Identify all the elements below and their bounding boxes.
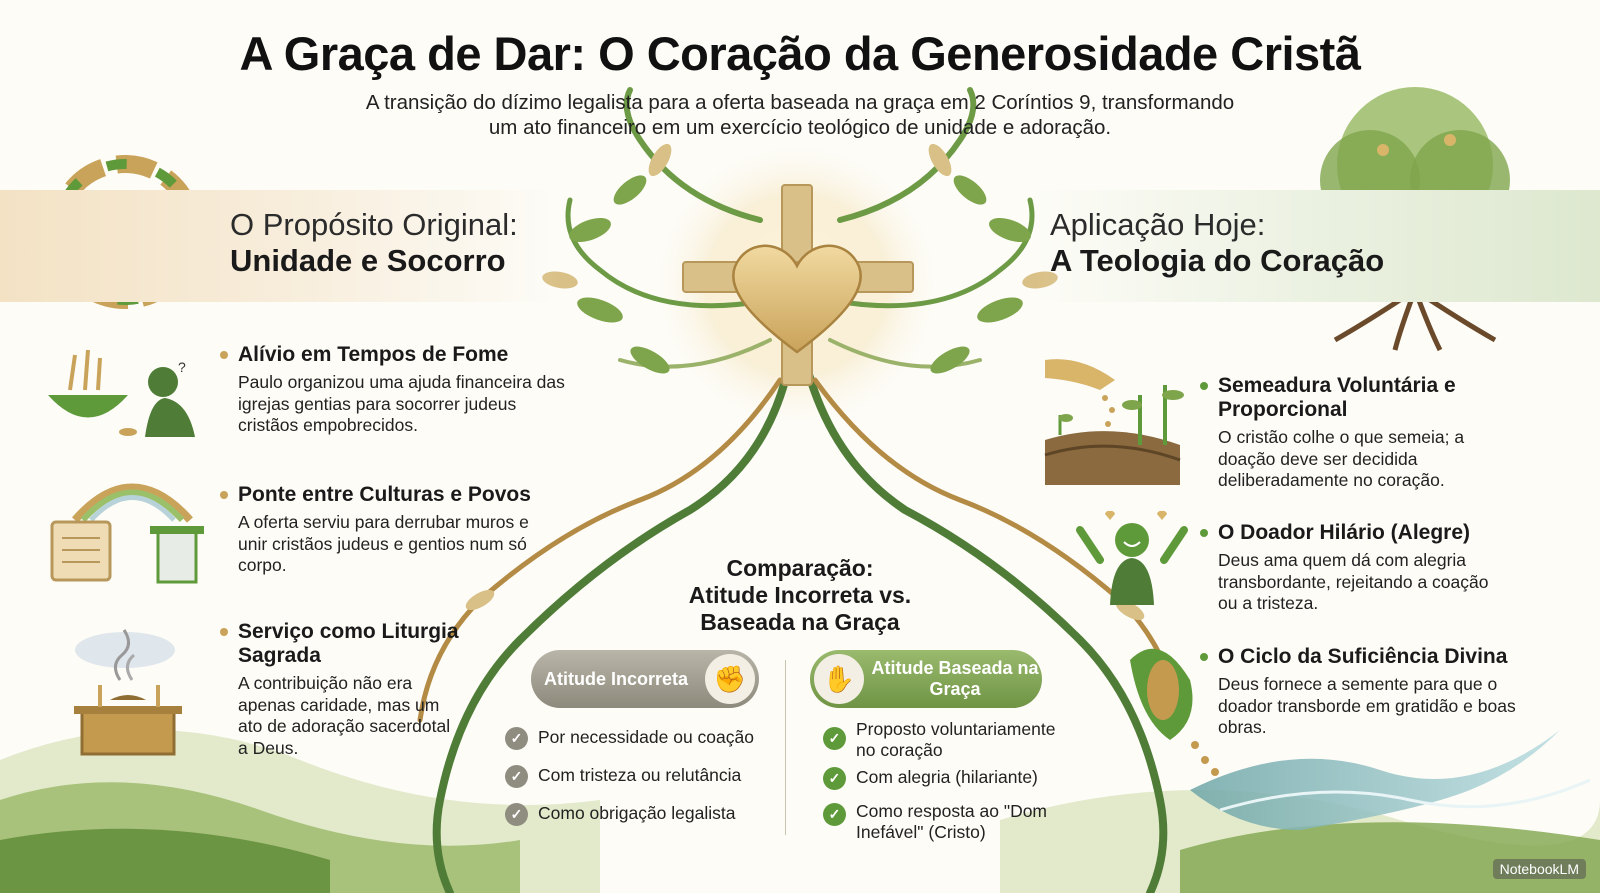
altar-incense-icon: [74, 629, 182, 756]
bullet-dot: [220, 628, 228, 636]
left-item-text: Paulo organizou uma ajuda financeira das…: [238, 372, 565, 435]
comparison-title-line1: Comparação:: [726, 555, 874, 581]
bullet-dot: [1200, 382, 1208, 390]
left-item-text: A contribuição não era apenas caridade, …: [238, 673, 451, 758]
list-item: ✓ Por necessidade ou coação: [505, 727, 775, 750]
joyful-giver-icon: [1076, 510, 1188, 605]
bullet-dot: [220, 491, 228, 499]
right-item-head: O Doador Hilário (Alegre): [1218, 521, 1471, 544]
check-icon: ✓: [505, 765, 528, 788]
fist-icon: ✊: [705, 654, 755, 704]
left-section-title: O Propósito Original: Unidade e Socorro: [230, 207, 518, 279]
list-item: ✓ Com tristeza ou relutância: [505, 765, 775, 788]
right-section-title: Aplicação Hoje: A Teologia do Coração: [1050, 207, 1384, 279]
right-item-text: Deus ama quem dá com alegria transbordan…: [1218, 550, 1489, 613]
bowl-hunger-icon: ?: [48, 349, 195, 437]
comparison-title: Comparação: Atitude Incorreta vs. Basead…: [640, 555, 960, 636]
right-item-head: Semeadura Voluntária e Proporcional: [1218, 374, 1456, 421]
list-item-text: Por necessidade ou coação: [538, 727, 754, 747]
bullet-dot: [1200, 653, 1208, 661]
right-item-divine-sufficiency: O Ciclo da Suficiência Divina Deus forne…: [1200, 645, 1538, 739]
incorrect-attitude-label: Atitude Incorreta: [543, 668, 689, 689]
comparison-divider: [785, 660, 786, 835]
check-icon: ✓: [823, 803, 846, 826]
list-item-text: Proposto voluntariamente no coração: [856, 719, 1056, 760]
notebooklm-watermark: NotebookLM: [1492, 859, 1586, 879]
check-icon: ✓: [823, 727, 846, 750]
right-item-sowing: Semeadura Voluntária e Proporcional O cr…: [1200, 374, 1508, 492]
bridge-rainbow-icon: [50, 483, 204, 584]
grace-attitude-pill: ✋ Atitude Baseada na Graça: [810, 650, 1042, 708]
list-item: ✓ Como resposta ao "Dom Inefável" (Cristo…: [823, 801, 1063, 843]
incorrect-attitude-pill: Atitude Incorreta ✊: [531, 650, 759, 708]
comparison-title-line2: Atitude Incorreta vs.: [688, 582, 912, 608]
page-subtitle: A transição do dízimo legalista para a o…: [300, 90, 1300, 140]
grace-attitude-list: ✓ Proposto voluntariamente no coração ✓ Co…: [823, 719, 1063, 843]
list-item-text: Como resposta ao "Dom Inefável" (Cristo): [856, 801, 1048, 842]
incorrect-attitude-list: ✓ Por necessidade ou coação ✓ Com tristeza…: [505, 727, 775, 826]
bullet-dot: [1200, 529, 1208, 537]
subtitle-line-1: A transição do dízimo legalista para a o…: [365, 91, 1235, 114]
left-item-sacred-liturgy: Serviço como Liturgia Sagrada A contribu…: [220, 620, 463, 759]
left-item-head: Alívio em Tempos de Fome: [238, 343, 509, 366]
list-item: ✓ Proposto voluntariamente no coração: [823, 719, 1063, 761]
right-item-text: Deus fornece a semente para que o doador…: [1218, 674, 1516, 737]
bullet-dot: [220, 351, 228, 359]
list-item: ✓ Como obrigação legalista: [505, 803, 775, 826]
left-item-head: Serviço como Liturgia Sagrada: [238, 620, 459, 667]
right-section-title-line1: Aplicação Hoje:: [1050, 207, 1266, 242]
list-item-text: Com alegria (hilariante): [856, 767, 1038, 787]
sowing-field-icon: [1044, 359, 1184, 485]
left-section-band: [0, 190, 560, 302]
right-section-title-line2: A Teologia do Coração: [1050, 243, 1385, 278]
left-item-text: A oferta serviu para derrubar muros e un…: [238, 512, 529, 575]
svg-text:?: ?: [178, 359, 186, 375]
comparison-title-line3: Baseada na Graça: [700, 609, 900, 635]
list-item-text: Como obrigação legalista: [538, 803, 736, 823]
right-item-cheerful-giver: O Doador Hilário (Alegre) Deus ama quem …: [1200, 521, 1508, 615]
page-title: A Graça de Dar: O Coração da Generosidad…: [239, 27, 1361, 80]
check-icon: ✓: [505, 727, 528, 750]
right-section-band: [1035, 190, 1600, 302]
list-item-text: Com tristeza ou relutância: [538, 765, 742, 785]
right-item-head: O Ciclo da Suficiência Divina: [1218, 645, 1508, 668]
left-section-title-line1: O Propósito Original:: [230, 207, 518, 242]
seed-pod-icon: [1130, 648, 1219, 776]
left-section-title-line2: Unidade e Socorro: [230, 243, 506, 278]
grace-attitude-label: Atitude Baseada na Graça: [871, 658, 1039, 699]
heart-icon: [732, 244, 862, 354]
subtitle-line-2: um ato financeiro em um exercício teológ…: [488, 116, 1112, 139]
list-item: ✓ Com alegria (hilariante): [823, 767, 1063, 790]
check-icon: ✓: [505, 803, 528, 826]
left-item-head: Ponte entre Culturas e Povos: [238, 483, 531, 506]
left-item-bridge-cultures: Ponte entre Culturas e Povos A oferta se…: [220, 483, 538, 577]
check-icon: ✓: [823, 767, 846, 790]
open-hand-icon: ✋: [814, 654, 864, 704]
right-item-text: O cristão colhe o que semeia; a doação d…: [1218, 427, 1465, 490]
left-item-famine-relief: Alívio em Tempos de Fome Paulo organizou…: [220, 343, 568, 437]
